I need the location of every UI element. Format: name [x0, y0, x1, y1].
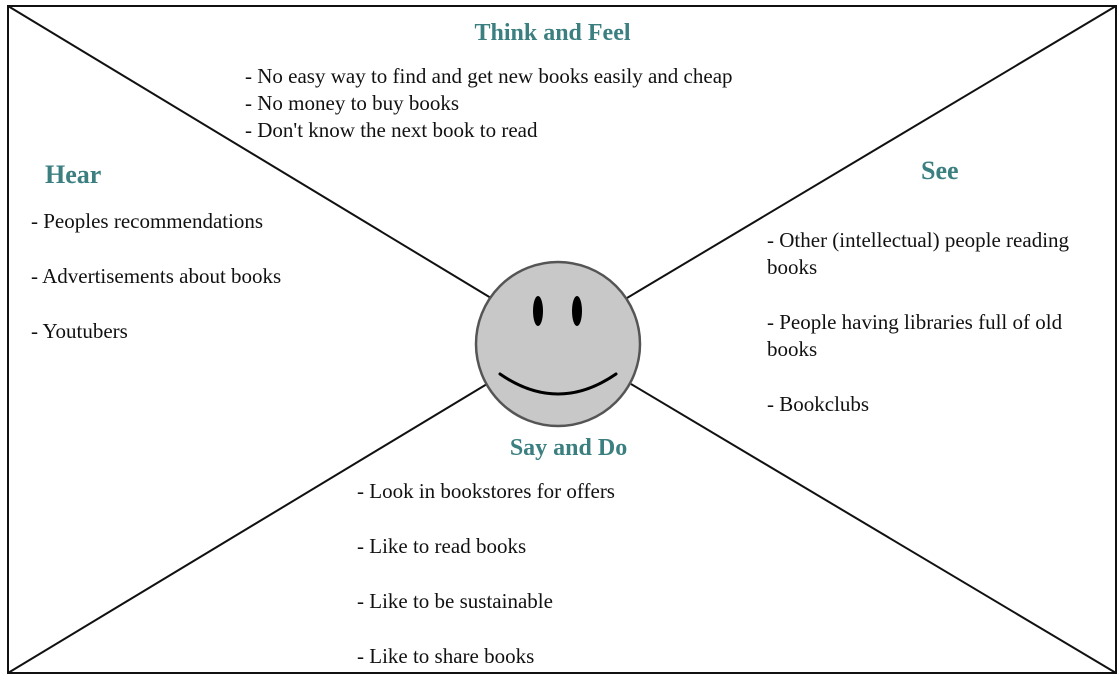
list-item: - Look in bookstores for offers: [357, 479, 615, 503]
think-and-feel-heading: Think and Feel: [474, 20, 631, 46]
diagonal-bottom-right: [630, 383, 1117, 674]
think-and-feel-list: - No easy way to find and get new books …: [245, 63, 733, 144]
smiley-face-icon: [474, 260, 642, 428]
list-item: - People having libraries full of old bo…: [767, 310, 1063, 361]
list-item: - Bookclubs: [767, 392, 870, 416]
list-item: - Like to read books: [357, 534, 527, 558]
list-item: - Like to be sustainable: [357, 589, 553, 613]
left-eye: [533, 296, 543, 326]
list-item: - Like to share books: [357, 644, 535, 668]
outer-border: [7, 5, 1117, 674]
see-list: - Other (intellectual) people reading bo…: [767, 227, 1097, 418]
list-item: - Other (intellectual) people reading bo…: [767, 228, 1070, 279]
list-item: - Don't know the next book to read: [245, 118, 538, 142]
list-item: - Peoples recommendations: [31, 209, 264, 233]
hear-list: - Peoples recommendations - Advertisemen…: [31, 208, 301, 345]
list-item: - No easy way to find and get new books …: [245, 64, 733, 88]
say-and-do-list: - Look in bookstores for offers - Like t…: [357, 478, 615, 670]
list-item: - Advertisements about books: [31, 264, 282, 288]
diagonal-top-left: [7, 5, 492, 299]
see-heading: See: [921, 156, 959, 185]
right-eye: [572, 296, 582, 326]
smile: [498, 372, 618, 396]
diagonal-top-right: [626, 5, 1117, 299]
list-item: - Youtubers: [31, 319, 128, 343]
say-and-do-heading: Say and Do: [509, 435, 628, 461]
list-item: - No money to buy books: [245, 91, 460, 115]
hear-heading: Hear: [45, 160, 102, 189]
diagonal-bottom-left: [7, 383, 488, 674]
